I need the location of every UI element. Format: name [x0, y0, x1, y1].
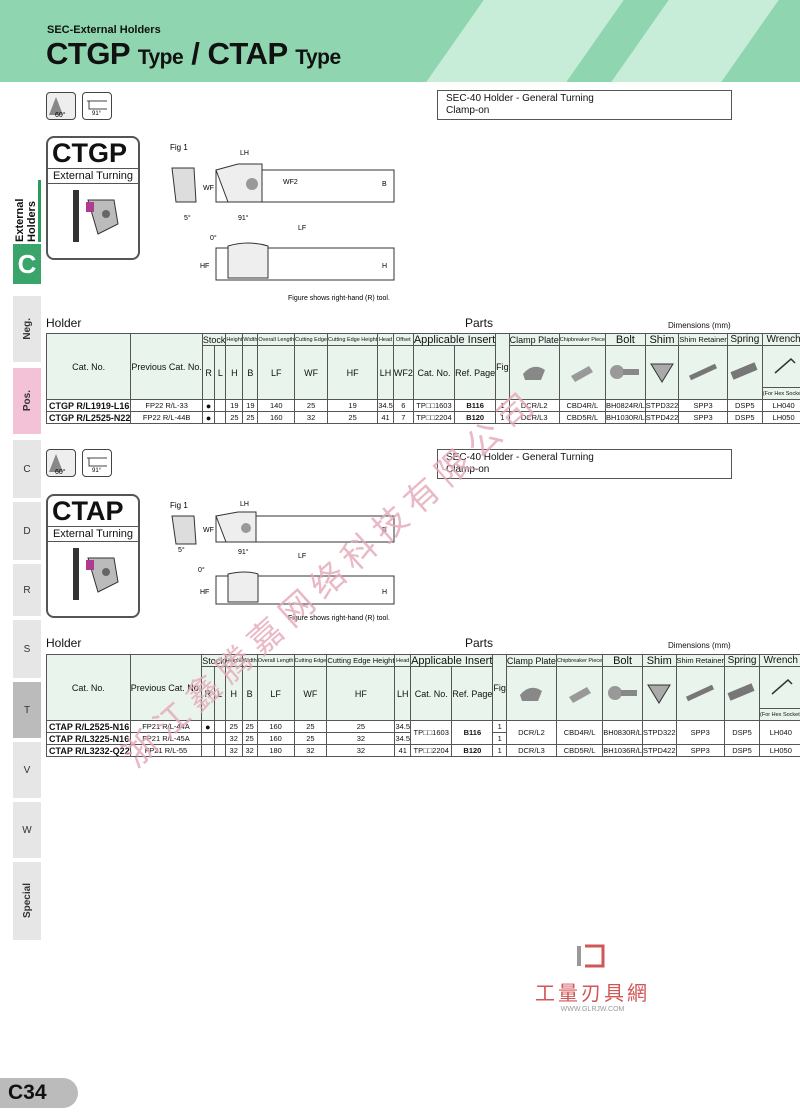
svg-text:H: H	[382, 263, 387, 270]
svg-text:B: B	[382, 527, 387, 534]
ctap-dimension-figure: Fig 1 LH WF B 91° 5° 0° LF HF H Figure s…	[170, 501, 395, 622]
svg-text:LH: LH	[240, 150, 249, 157]
page-title: CTGP Type / CTAP Type	[46, 36, 341, 71]
tab-shape-c[interactable]: C	[13, 440, 41, 498]
svg-text:LF: LF	[298, 225, 306, 232]
svg-text:WF: WF	[203, 527, 214, 534]
approach-91-icon: 91°	[82, 449, 112, 477]
svg-text:60°: 60°	[55, 468, 66, 476]
svg-text:Figure shows right-hand (R) to: Figure shows right-hand (R) tool.	[288, 295, 390, 302]
svg-text:5°: 5°	[178, 546, 185, 554]
triangle-60-icon: 60°	[46, 449, 76, 477]
svg-text:HF: HF	[200, 589, 209, 596]
holder-sketch-icon	[73, 190, 119, 242]
chipbreaker-icon	[558, 345, 606, 400]
series-label: SEC-External Holders	[47, 24, 161, 36]
tab-c[interactable]: C	[13, 244, 41, 284]
svg-text:91°: 91°	[92, 468, 102, 474]
tab-special[interactable]: Special	[13, 862, 41, 940]
site-logo: 工量刃具網 WWW.GLRJW.COM	[535, 942, 650, 1013]
shim-icon	[644, 345, 680, 400]
svg-text:Figure shows right-hand (R) to: Figure shows right-hand (R) tool.	[288, 615, 390, 622]
wrench-icon	[759, 666, 800, 709]
svg-text:H: H	[382, 589, 387, 596]
svg-text:LH: LH	[240, 501, 249, 508]
tab-shape-t[interactable]: T	[13, 682, 41, 738]
svg-text:91°: 91°	[238, 214, 249, 222]
triangle-60-icon: 60°	[46, 92, 76, 120]
chipbreaker-icon	[555, 666, 604, 721]
logo-mark-icon	[576, 944, 604, 968]
shim-retainer-icon	[678, 345, 728, 400]
svg-text:5°: 5°	[184, 214, 191, 222]
bolt-icon	[604, 345, 646, 400]
wrench-icon	[761, 345, 800, 388]
svg-text:91°: 91°	[238, 548, 249, 556]
svg-text:Fig 1: Fig 1	[170, 143, 188, 152]
tab-external-holders[interactable]: External Holders	[13, 180, 41, 242]
ctgp-dimension-figure: Fig 1 LH WF WF2 B 91° 5° 0° LF HF H Figu…	[170, 143, 395, 302]
svg-text:0°: 0°	[210, 234, 217, 242]
svg-text:0°: 0°	[198, 566, 205, 574]
holder-sketch-icon	[73, 548, 119, 600]
tab-shape-d[interactable]: D	[13, 502, 41, 560]
svg-text:Fig 1: Fig 1	[170, 501, 188, 510]
ctap-parts-label: Parts	[465, 636, 494, 650]
page-header: SEC-External Holders CTGP Type / CTAP Ty…	[0, 0, 800, 82]
clamp-plate-icon	[505, 666, 557, 721]
svg-text:B: B	[382, 181, 387, 188]
approach-91-icon: 91°	[82, 92, 112, 120]
tab-shape-s[interactable]: S	[13, 620, 41, 678]
tab-shape-w[interactable]: W	[13, 802, 41, 858]
svg-text:WF: WF	[203, 185, 214, 192]
ctgp-parts-label: Parts	[465, 316, 494, 330]
spring-icon	[726, 345, 763, 400]
shim-retainer-icon	[675, 666, 726, 721]
ctgp-dim-unit: Dimensions (mm)	[668, 321, 731, 330]
svg-text:LF: LF	[298, 553, 306, 560]
ctap-holder-label: Holder	[46, 636, 82, 650]
tab-pos[interactable]: Pos.	[13, 368, 41, 434]
ctap-dim-unit: Dimensions (mm)	[668, 641, 731, 650]
tab-neg[interactable]: Neg.	[13, 296, 41, 362]
page-number: C34	[0, 1078, 78, 1108]
tab-shape-r[interactable]: R	[13, 564, 41, 616]
svg-text:91°: 91°	[92, 111, 102, 117]
bolt-icon	[602, 666, 643, 721]
svg-text:HF: HF	[200, 263, 209, 270]
tab-shape-v[interactable]: V	[13, 742, 41, 798]
svg-text:WF2: WF2	[283, 179, 298, 186]
svg-text:60°: 60°	[55, 111, 66, 119]
ctgp-holder-label: Holder	[46, 316, 82, 330]
spring-icon	[724, 666, 761, 721]
shim-icon	[641, 666, 677, 721]
